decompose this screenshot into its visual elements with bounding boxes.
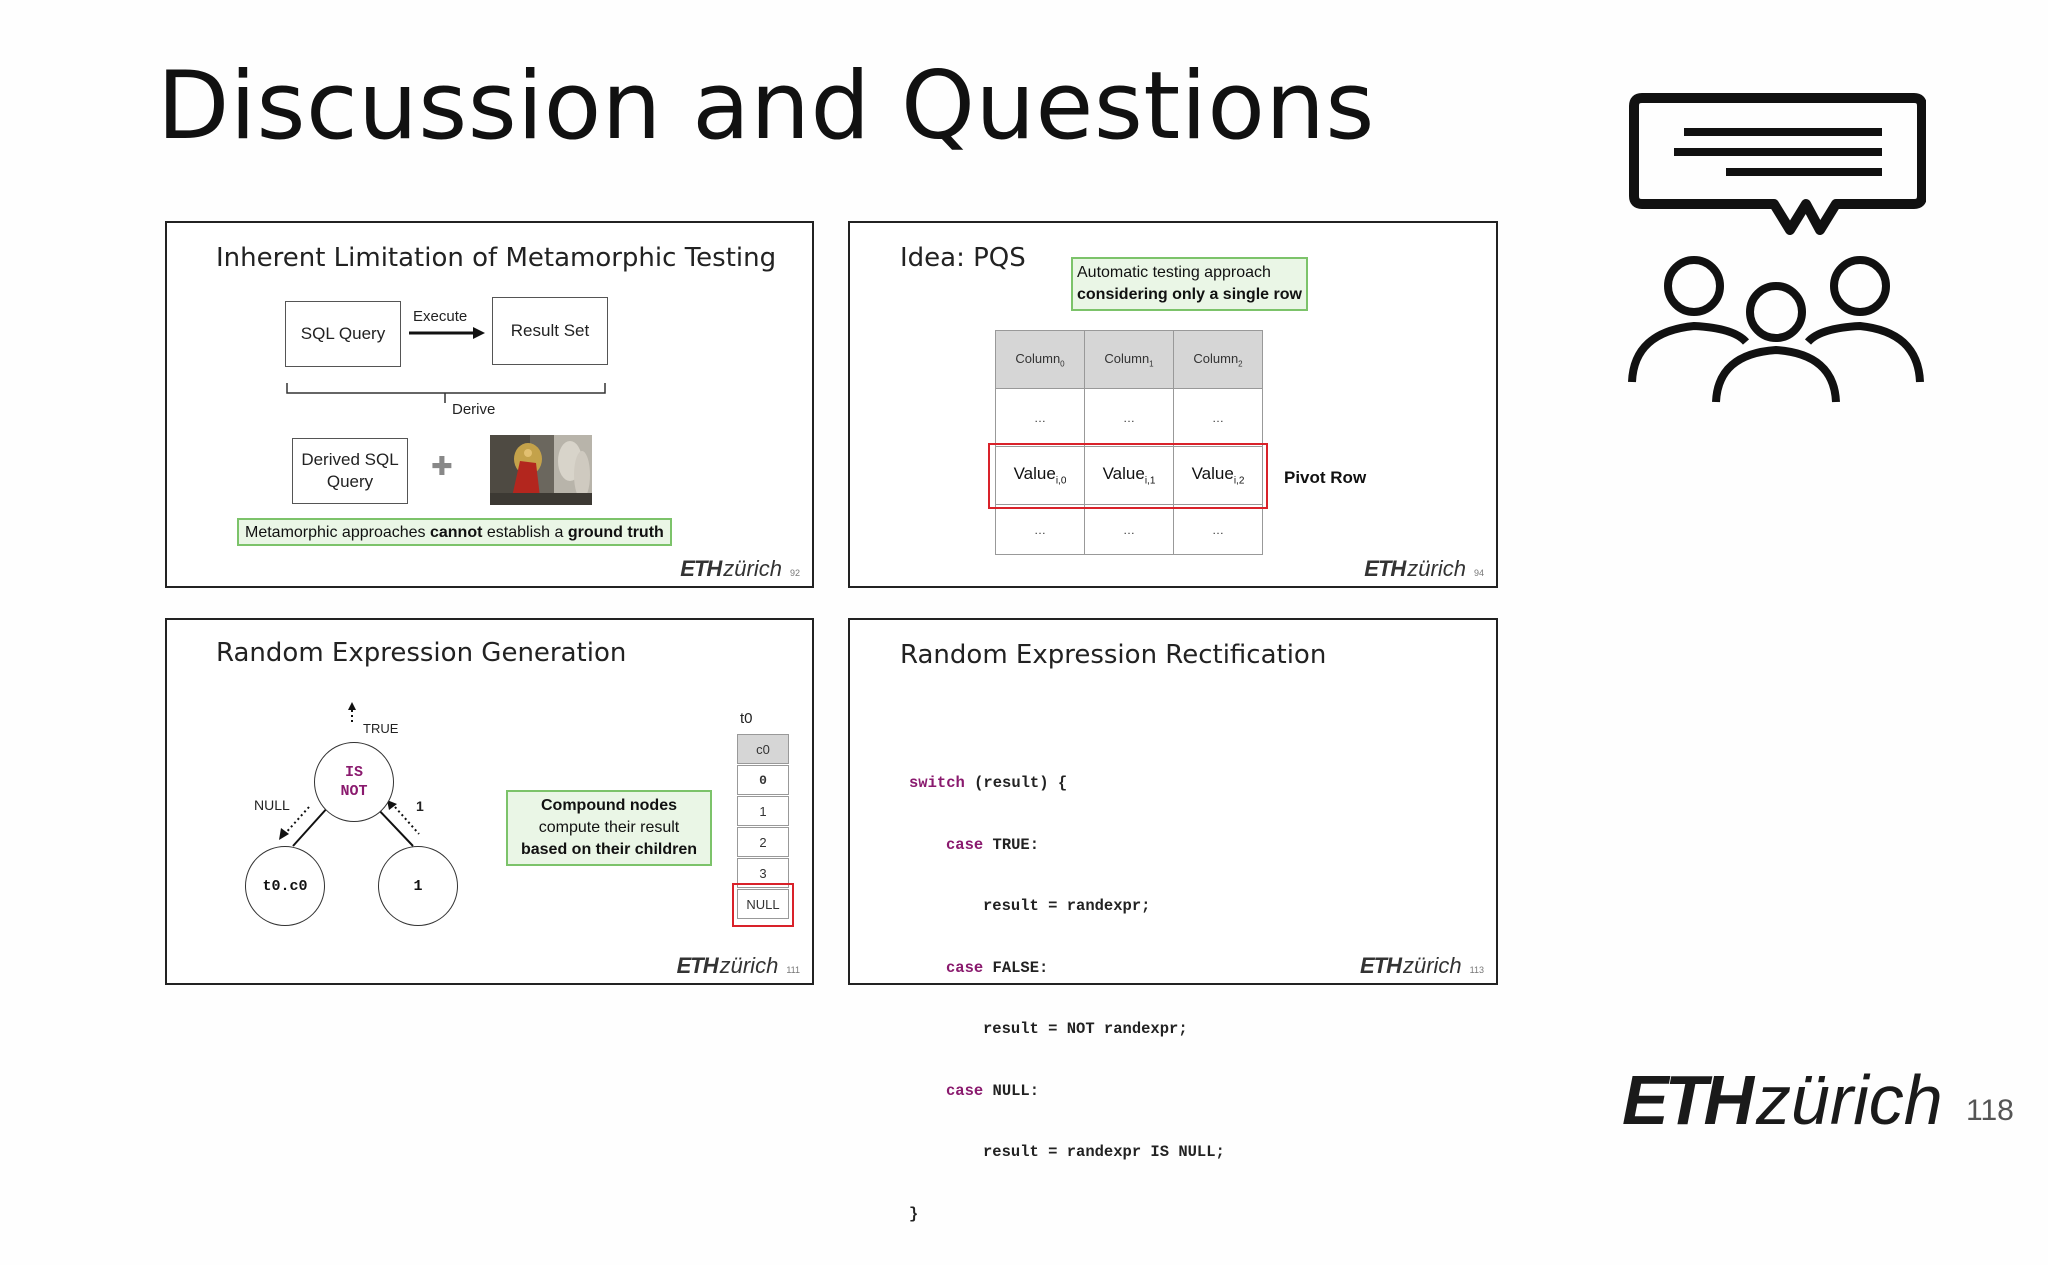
pivot-row-highlight: [988, 443, 1268, 509]
note-text-pre: Metamorphic approaches: [245, 524, 430, 541]
derive-label: Derive: [452, 401, 495, 418]
slide-title: Discussion and Questions: [157, 52, 1375, 161]
execute-label: Execute: [413, 308, 467, 325]
thumbnail-page-number: 113: [1470, 965, 1484, 975]
logo-bold-text: ETH: [677, 953, 718, 979]
note-text-ground-truth: ground truth: [568, 524, 664, 541]
table-cell: …: [1085, 505, 1174, 555]
thumbnail-page-number: 111: [786, 965, 800, 975]
eth-logo-small: ETH zürich 92: [680, 556, 800, 582]
derived-sql-line1: Derived SQL: [301, 449, 398, 471]
slide-thumbnail-metamorphic: Inherent Limitation of Metamorphic Testi…: [165, 221, 814, 588]
derive-brace: [285, 381, 609, 407]
eth-logo-small: ETH zürich 113: [1360, 953, 1484, 979]
logo-bold-text: ETH: [1364, 556, 1405, 582]
derived-sql-box: Derived SQL Query: [292, 438, 408, 504]
note-text-mid: establish a: [482, 524, 567, 541]
table-cell: 2: [737, 827, 789, 857]
plus-icon: ✚: [431, 451, 453, 482]
compound-note-line2: compute their result: [514, 817, 704, 839]
eth-logo-small: ETH zürich 94: [1364, 556, 1484, 582]
eth-logo-small: ETH zürich 111: [677, 953, 800, 979]
thumbnail-page-number: 94: [1474, 568, 1484, 578]
discussion-group-icon: [1626, 90, 1926, 410]
table-cell: …: [996, 505, 1085, 555]
table-name-label: t0: [740, 710, 753, 727]
slide-thumbnail-expression-generation: Random Expression Generation TRUE NULL 1…: [165, 618, 814, 985]
true-label: TRUE: [363, 721, 398, 736]
logo-light-text: zürich: [723, 556, 782, 582]
thumbnail-title: Random Expression Rectification: [900, 640, 1326, 670]
code-keyword: case: [946, 959, 983, 977]
constant-one-node: 1: [378, 846, 458, 926]
compound-note-line3: based on their children: [514, 839, 704, 861]
thumbnail-title: Inherent Limitation of Metamorphic Testi…: [216, 243, 776, 273]
null-row-highlight: [732, 883, 794, 927]
is-not-node: IS NOT: [314, 742, 394, 822]
pqs-note-line1: Automatic testing approach: [1077, 262, 1302, 284]
note-text-cannot: cannot: [430, 524, 482, 541]
one-label: 1: [416, 798, 424, 814]
table-cell: 0: [737, 765, 789, 795]
logo-light-text: zürich: [1407, 556, 1466, 582]
slide-page-number: 118: [1966, 1094, 2014, 1128]
table-cell: …: [1085, 389, 1174, 447]
eth-zurich-logo: ETH zürich: [1622, 1060, 1943, 1140]
logo-bold-text: ETH: [1622, 1060, 1750, 1140]
logo-light-text: zürich: [720, 953, 779, 979]
table-cell: 1: [737, 796, 789, 826]
table-cell: …: [1174, 389, 1263, 447]
code-keyword: switch: [909, 774, 965, 792]
table-cell: …: [1174, 505, 1263, 555]
column-header: Column2: [1174, 331, 1263, 389]
column-header: Column0: [996, 331, 1085, 389]
rectification-code-block: switch (result) { case TRUE: result = ra…: [909, 732, 1225, 1265]
pqs-note: Automatic testing approach considering o…: [1071, 257, 1308, 311]
code-keyword: case: [946, 1082, 983, 1100]
column-header: Column1: [1085, 331, 1174, 389]
table-cell: …: [996, 389, 1085, 447]
pqs-note-line2: considering only a single row: [1077, 284, 1302, 306]
logo-bold-text: ETH: [1360, 953, 1401, 979]
execute-arrow: [407, 325, 487, 341]
sql-query-box: SQL Query: [285, 301, 401, 367]
pivot-row-label: Pivot Row: [1284, 468, 1366, 488]
thumbnail-page-number: 92: [790, 568, 800, 578]
logo-light-text: zürich: [1403, 953, 1462, 979]
t0-c0-node: t0.c0: [245, 846, 325, 926]
column-header: c0: [737, 734, 789, 764]
compound-nodes-note: Compound nodes compute their result base…: [506, 790, 712, 866]
painting-image: [490, 435, 592, 505]
derived-sql-line2: Query: [327, 471, 373, 493]
metamorphic-note: Metamorphic approaches cannot establish …: [237, 518, 672, 546]
logo-bold-text: ETH: [680, 556, 721, 582]
thumbnail-title: Idea: PQS: [900, 243, 1026, 273]
code-keyword: case: [946, 836, 983, 854]
is-not-line1: IS: [345, 763, 363, 782]
null-label: NULL: [254, 797, 290, 813]
logo-light-text: zürich: [1756, 1060, 1943, 1140]
slide-thumbnail-expression-rectification: Random Expression Rectification switch (…: [848, 618, 1498, 985]
is-not-line2: NOT: [340, 782, 367, 801]
result-set-box: Result Set: [492, 297, 608, 365]
compound-note-line1: Compound nodes: [514, 795, 704, 817]
slide-thumbnail-pqs: Idea: PQS Automatic testing approach con…: [848, 221, 1498, 588]
